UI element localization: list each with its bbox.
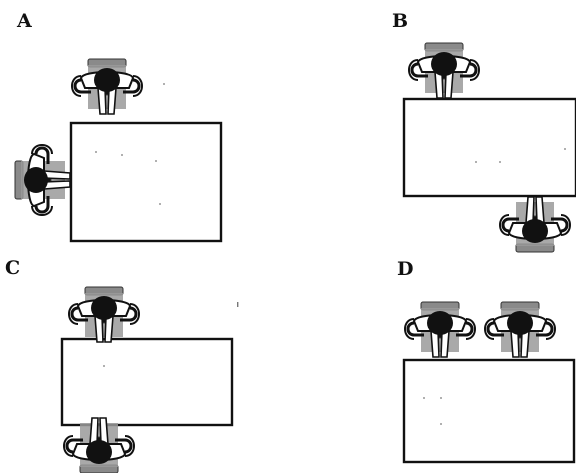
panel-label-c: C: [5, 257, 20, 279]
table-a: [69, 121, 223, 243]
person-b-top: [407, 41, 481, 100]
panel-c: C: [5, 257, 239, 473]
person-c-bottom: [62, 416, 136, 473]
panel-label-d: D: [397, 258, 413, 280]
panel-a: A: [13, 10, 223, 243]
table-d: [402, 358, 576, 464]
person-a-top: [70, 57, 144, 116]
table-b: [402, 97, 576, 198]
panel-label-b: B: [392, 10, 408, 32]
person-d-right: [483, 300, 557, 359]
person-a-left: [13, 143, 72, 217]
panel-d: D: [397, 258, 576, 464]
person-d-left: [403, 300, 477, 359]
person-c-top: [67, 285, 141, 344]
table-c: [60, 337, 234, 427]
panel-label-a: A: [16, 10, 32, 32]
person-b-bottom: [498, 195, 572, 254]
panel-b: B: [392, 10, 576, 254]
